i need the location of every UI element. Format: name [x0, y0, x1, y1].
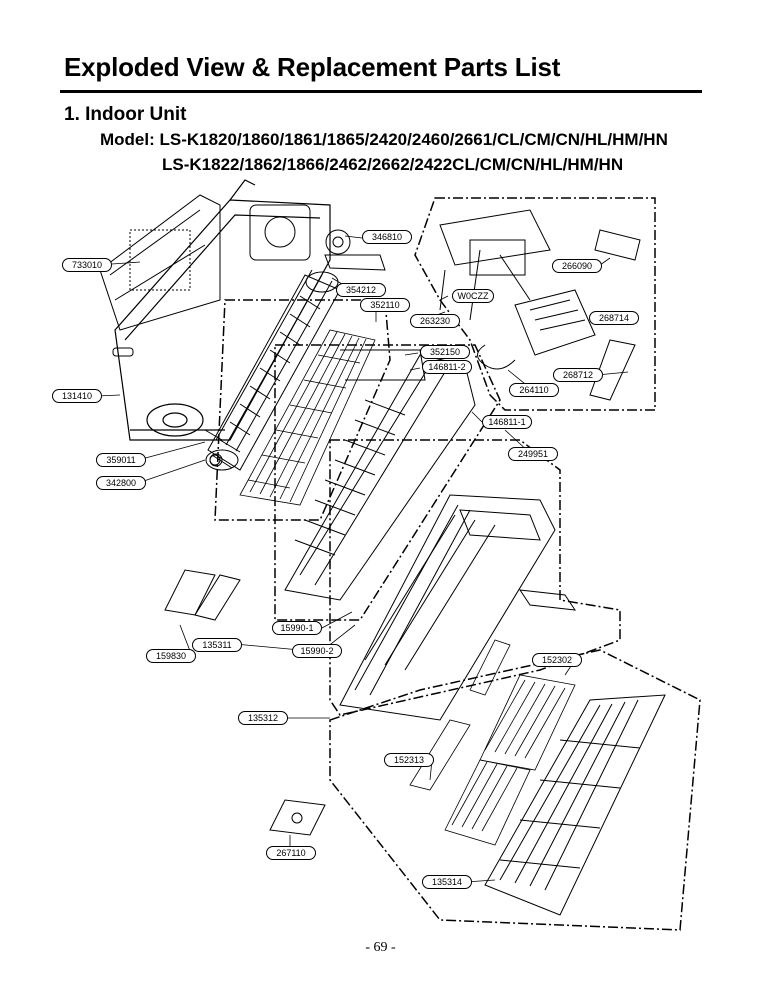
part-label-135314: 135314 [422, 875, 472, 889]
front-grille [484, 694, 666, 916]
chassis [114, 179, 331, 441]
part-label-146811-1: 146811-1 [482, 415, 532, 429]
part-label-359011: 359011 [96, 453, 146, 467]
control-box-boundary [414, 197, 656, 411]
model-line-1: Model: LS-K1820/1860/1861/1865/2420/2460… [100, 130, 668, 149]
title-rule [60, 90, 702, 93]
grille-boundary [329, 649, 701, 931]
evaporator-boundary [214, 299, 391, 521]
model-line-2: LS-K1822/1862/1866/2462/2662/2422CL/CM/C… [162, 155, 624, 174]
part-label-267110: 267110 [266, 846, 316, 860]
control-pcb [439, 209, 641, 401]
page-title: Exploded View & Replacement Parts List [64, 52, 561, 82]
page-number: - 69 - [365, 940, 396, 955]
part-label-733010: 733010 [62, 258, 112, 272]
part-label-131410: 131410 [52, 389, 102, 403]
part-label-352110: 352110 [360, 298, 410, 312]
front-panel [339, 494, 577, 721]
part-label-w0czz: W0CZZ [452, 289, 494, 303]
part-label-146811-2: 146811-2 [422, 360, 472, 374]
part-label-15990-1: 15990-1 [272, 621, 322, 635]
part-label-268712: 268712 [553, 368, 603, 382]
evaporator [239, 329, 376, 506]
part-label-152302: 152302 [532, 653, 582, 667]
part-label-135312: 135312 [238, 711, 288, 725]
part-label-135311: 135311 [192, 638, 242, 652]
pcb-plate [99, 194, 221, 331]
air-filters [409, 639, 576, 846]
front-panel-boundary [329, 439, 621, 716]
part-label-159830: 159830 [146, 649, 196, 663]
part-label-263230: 263230 [410, 314, 460, 328]
drain-pan [284, 349, 476, 601]
diagram-drawing [96, 179, 701, 931]
part-label-266090: 266090 [552, 259, 602, 273]
part-label-346810: 346810 [362, 230, 412, 244]
drain-pan-boundary [274, 344, 501, 621]
part-label-354212: 354212 [336, 283, 386, 297]
exploded-view-diagram: 733010 346810 266090 354212 352110 W0CZZ… [0, 175, 761, 945]
small-parts [112, 347, 326, 836]
part-label-342800: 342800 [96, 476, 146, 490]
section-heading: 1. Indoor Unit [64, 104, 187, 125]
part-label-268714: 268714 [589, 311, 639, 325]
part-label-152313: 152313 [384, 753, 434, 767]
part-label-264110: 264110 [509, 383, 559, 397]
leader-lines [96, 235, 629, 883]
part-label-15990-2: 15990-2 [292, 644, 342, 658]
part-label-249951: 249951 [508, 447, 558, 461]
fan-motor [249, 204, 386, 271]
part-label-352150: 352150 [420, 345, 470, 359]
